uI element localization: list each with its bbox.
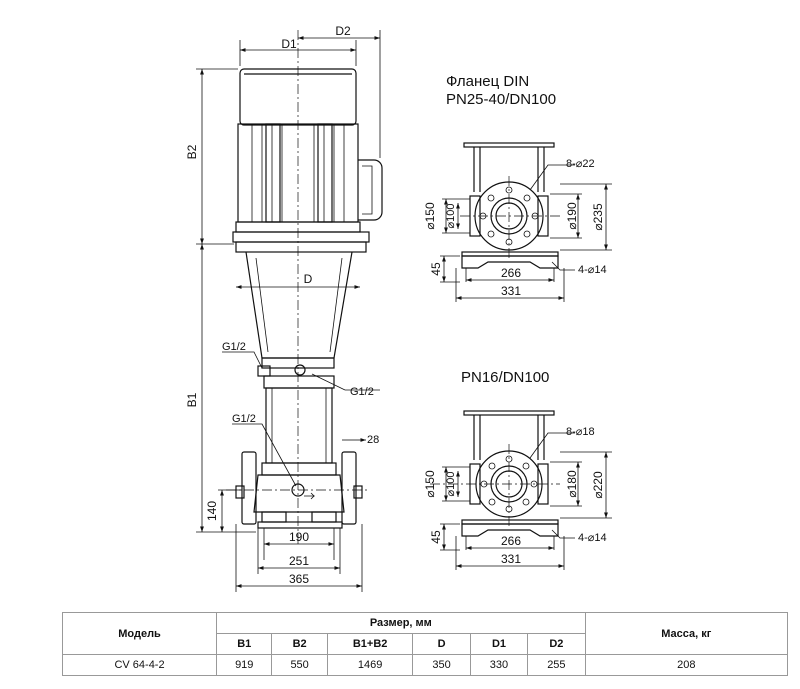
flange-top-d150-label: ⌀150 xyxy=(423,202,437,230)
flange-top-title: PN25-40/DN100 xyxy=(446,91,556,108)
flange-top-view xyxy=(440,142,612,302)
col-d: D xyxy=(412,633,471,655)
flange-top-d190-label: ⌀190 xyxy=(565,202,579,230)
flange-top-d100-label: ⌀100 xyxy=(445,204,457,229)
dim-140-label: 140 xyxy=(205,501,219,521)
mass-header: Масса, кг xyxy=(584,612,789,655)
pump-front-view xyxy=(196,30,383,592)
flange-bottom-holes-label: 8-⌀18 xyxy=(566,426,595,438)
dim-b1-label: B1 xyxy=(185,392,199,407)
col-d1: D1 xyxy=(469,633,529,655)
flange-bottom-title: PN16/DN100 xyxy=(461,369,549,386)
col-b1: B1 xyxy=(216,633,273,655)
dim-d1-label: D1 xyxy=(281,37,297,51)
col-d2: D2 xyxy=(527,633,586,655)
g12-label-drain: G1/2 xyxy=(232,413,256,425)
col-b2: B2 xyxy=(271,633,328,655)
row-model: CV 64-4-2 xyxy=(61,654,218,676)
flange-bottom-d180-label: ⌀180 xyxy=(565,470,579,498)
flange-top-w331-label: 331 xyxy=(501,284,521,298)
row-mass: 208 xyxy=(584,654,789,676)
flange-bottom-view xyxy=(430,410,612,570)
spec-table: Модель Размер, мм Масса, кг B1 B2 B1+B2 … xyxy=(61,612,789,676)
dim-190-label: 190 xyxy=(289,530,309,544)
row-b1: 919 xyxy=(216,654,273,676)
flange-top-holes-label: 8-⌀22 xyxy=(566,158,595,170)
flange-bottom-d100-label: ⌀100 xyxy=(445,472,457,497)
flange-top-h45-label: 45 xyxy=(429,262,443,276)
pump-dimension-drawing: D1 D2 B2 B1 D G1/2 G1/2 G1/2 28 140 190 … xyxy=(185,24,612,592)
flange-bottom-h45-label: 45 xyxy=(429,530,443,544)
model-header: Модель xyxy=(61,612,218,655)
row-b1b2: 1469 xyxy=(326,654,414,676)
dim-365-label: 365 xyxy=(289,572,309,586)
dim-28-label: 28 xyxy=(367,434,379,446)
flange-top-d235-label: ⌀235 xyxy=(591,203,605,231)
row-d: 350 xyxy=(412,654,471,676)
table-row: CV 64-4-2 919 550 1469 350 330 255 208 xyxy=(61,654,789,676)
flange-top-feet-label: 4-⌀14 xyxy=(578,264,607,276)
flange-din-title: Фланец DIN xyxy=(446,73,529,90)
dim-b2-label: B2 xyxy=(185,144,199,159)
row-d2: 255 xyxy=(527,654,586,676)
size-header: Размер, мм xyxy=(216,612,586,634)
g12-label-right: G1/2 xyxy=(350,386,374,398)
g12-label-top: G1/2 xyxy=(222,341,246,353)
dim-251-label: 251 xyxy=(289,554,309,568)
flange-bottom-d150-label: ⌀150 xyxy=(423,470,437,498)
dim-d-label: D xyxy=(304,272,313,286)
flange-bottom-w331-label: 331 xyxy=(501,552,521,566)
row-b2: 550 xyxy=(271,654,328,676)
flange-top-w266-label: 266 xyxy=(501,266,521,280)
dim-d2-label: D2 xyxy=(335,24,351,38)
row-d1: 330 xyxy=(469,654,529,676)
flange-bottom-w266-label: 266 xyxy=(501,534,521,548)
flange-bottom-feet-label: 4-⌀14 xyxy=(578,532,607,544)
col-b1b2: B1+B2 xyxy=(326,633,414,655)
flange-bottom-d220-label: ⌀220 xyxy=(591,471,605,499)
